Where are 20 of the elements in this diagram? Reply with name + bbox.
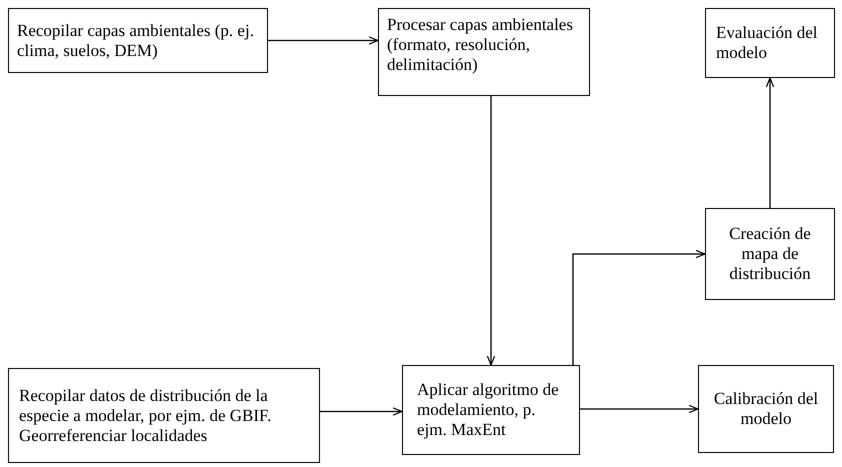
box-text: Recopilar capas ambientales (p. ej. clima, suelos, DEM) xyxy=(17,20,255,60)
process-box xyxy=(378,8,590,96)
box-text: Calibración del modelo xyxy=(712,389,820,429)
process-box xyxy=(705,8,835,78)
process-box xyxy=(8,368,320,463)
box-text: Procesar capas ambientales (formato, resolución, delimitación) xyxy=(387,15,574,75)
process-box xyxy=(698,365,834,453)
arrow xyxy=(320,407,403,416)
arrow xyxy=(268,36,379,45)
box-text: Recopilar datos de distribución de la especie a modelar, por ejm. de GBIF. Georreferenciar localidades xyxy=(19,386,272,446)
arrow xyxy=(766,77,774,208)
arrow xyxy=(580,404,699,414)
arrow xyxy=(572,250,706,365)
box-text: Evaluación del modelo xyxy=(716,23,818,63)
arrow xyxy=(486,96,496,366)
process-box xyxy=(8,8,268,73)
process-box xyxy=(402,365,580,455)
box-text: Creación de mapa de distribución xyxy=(728,224,812,284)
process-box xyxy=(705,208,835,300)
box-text: Aplicar algoritmo de modelamiento, p. ejm. MaxEnt xyxy=(417,380,560,440)
